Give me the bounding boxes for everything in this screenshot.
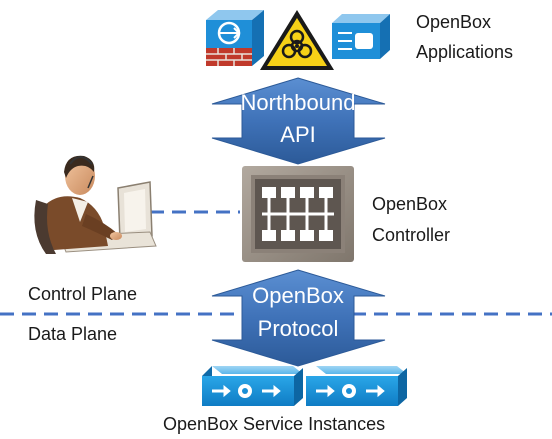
control-plane-label: Control Plane [28, 284, 138, 304]
applications-label-line1: OpenBox [416, 12, 492, 32]
northbound-api-label-line1: Northbound [240, 90, 356, 115]
openbox-protocol-arrow [211, 269, 386, 367]
network-admin-icon [34, 155, 157, 254]
controller-label-line1: OpenBox [372, 194, 448, 214]
service-instance-icon-2 [306, 366, 407, 406]
load-balancer-app-icon [332, 14, 390, 59]
northbound-api-label-line2: API [280, 122, 316, 147]
controller-icon [242, 166, 354, 262]
data-plane-label: Data Plane [28, 324, 118, 344]
firewall-app-icon [206, 10, 264, 66]
service-instances-label: OpenBox Service Instances [163, 414, 386, 434]
controller-label-line2: Controller [372, 225, 451, 245]
protocol-label-line2: Protocol [257, 316, 339, 341]
northbound-api-arrow [211, 77, 386, 165]
protocol-label-line1: OpenBox [252, 283, 344, 308]
service-instance-icon-1 [202, 366, 303, 406]
applications-label-line2: Applications [416, 42, 514, 62]
biohazard-app-icon [260, 10, 334, 70]
